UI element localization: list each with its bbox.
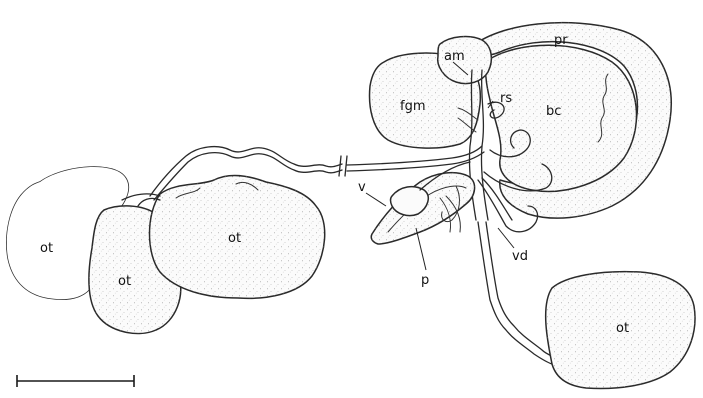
hermaphrodite-duct-right-right	[486, 222, 556, 358]
label-ot-bottom-right: ot	[616, 321, 629, 336]
label-vd: vd	[512, 249, 528, 264]
label-pr: pr	[554, 33, 568, 48]
hermaphrodite-duct-right	[478, 222, 556, 364]
leader-v	[366, 193, 386, 206]
label-p: p	[421, 273, 429, 288]
duct-break-mark-2	[345, 156, 347, 176]
label-fgm: fgm	[400, 99, 426, 114]
vagina	[391, 187, 429, 216]
label-ot-left-middle: ot	[118, 274, 131, 289]
duct-break-mark-1	[339, 156, 341, 176]
ovotestis-cluster-left	[7, 167, 325, 334]
label-ot-left-right: ot	[228, 231, 241, 246]
scale-bar	[17, 375, 134, 387]
label-rs: rs	[500, 91, 512, 106]
leader-vd	[498, 228, 514, 248]
spermoviduct-right	[481, 70, 488, 220]
label-am: am	[444, 49, 465, 64]
label-bc: bc	[546, 104, 561, 119]
central-reproductive-complex	[370, 23, 672, 244]
label-ot-left-top: ot	[40, 241, 53, 256]
label-v: v	[358, 180, 366, 195]
leader-p	[416, 228, 426, 270]
